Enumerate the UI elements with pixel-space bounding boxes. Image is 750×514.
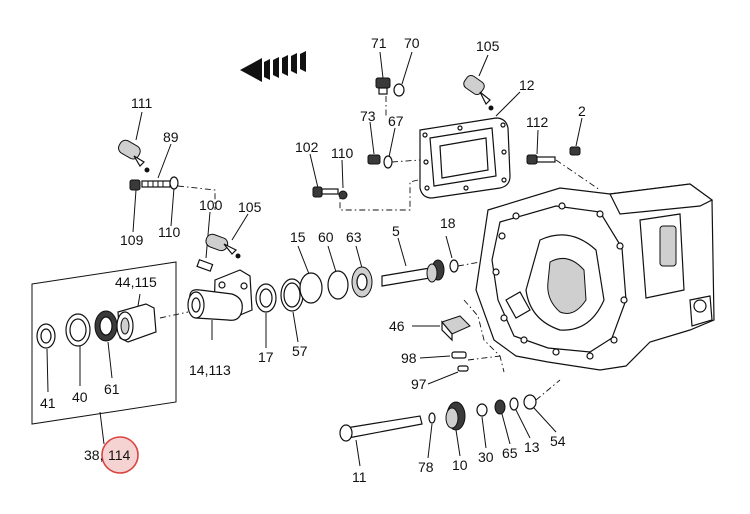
label-44-115[interactable]: 44,115 — [115, 274, 157, 290]
label-112[interactable]: 112 — [526, 114, 549, 130]
part-110-washer-top — [338, 159, 348, 200]
label-111[interactable]: 111 — [131, 95, 152, 111]
label-60[interactable]: 60 — [318, 229, 334, 245]
label-78[interactable]: 78 — [418, 459, 434, 475]
part-18-ring — [445, 235, 459, 273]
part-98-pin — [419, 351, 467, 359]
part-54-ring — [523, 394, 557, 433]
label-18[interactable]: 18 — [440, 215, 456, 231]
label-110-left[interactable]: 110 — [158, 224, 181, 240]
label-46[interactable]: 46 — [389, 318, 405, 334]
gearbox-casing — [475, 183, 715, 371]
label-61[interactable]: 61 — [104, 381, 120, 397]
part-112-bolt — [526, 129, 556, 165]
label-41[interactable]: 41 — [40, 395, 56, 411]
part-100-pin — [196, 211, 214, 272]
part-57-ring — [280, 278, 304, 343]
callout-labels: 71 70 105 12 111 89 73 67 112 2 102 110 … — [40, 35, 586, 485]
part-14-113-bearing-housing — [187, 269, 253, 340]
part-110-washer-left — [169, 176, 179, 227]
label-110-top[interactable]: 110 — [331, 145, 354, 161]
label-114[interactable]: 114 — [108, 447, 131, 463]
label-70[interactable]: 70 — [404, 35, 420, 51]
label-11[interactable]: 11 — [352, 469, 367, 485]
label-12[interactable]: 12 — [519, 77, 535, 93]
part-97-pin — [427, 365, 469, 385]
part-102-bolt — [309, 153, 339, 198]
part-65-bearing — [494, 399, 511, 445]
label-63[interactable]: 63 — [346, 229, 362, 245]
part-60-snap-ring — [327, 245, 349, 300]
label-14-113[interactable]: 14,113 — [189, 362, 231, 378]
label-89[interactable]: 89 — [163, 129, 179, 145]
label-5[interactable]: 5 — [392, 223, 400, 239]
label-13[interactable]: 13 — [524, 439, 540, 455]
part-13-ring — [509, 397, 531, 439]
label-10[interactable]: 10 — [452, 457, 468, 473]
part-5-input-shaft — [381, 237, 445, 287]
part-109-nut — [129, 179, 141, 233]
label-109[interactable]: 109 — [120, 232, 144, 248]
part-73-bolt — [367, 121, 381, 165]
part-105-sealant-tube — [463, 54, 494, 111]
label-57[interactable]: 57 — [292, 343, 308, 359]
label-73[interactable]: 73 — [360, 108, 376, 124]
label-54[interactable]: 54 — [550, 433, 566, 449]
part-2-plug — [569, 117, 583, 156]
label-38[interactable]: 38, — [84, 447, 103, 463]
label-67[interactable]: 67 — [388, 113, 404, 129]
part-10-gear — [445, 401, 466, 457]
label-105-mid[interactable]: 105 — [238, 199, 262, 215]
part-63-bearing — [351, 245, 373, 298]
part-111-sealant-tube — [118, 111, 150, 173]
part-44-115-sleeve — [116, 293, 157, 343]
part-11-shaft — [339, 415, 423, 467]
label-30[interactable]: 30 — [478, 449, 494, 465]
label-40[interactable]: 40 — [72, 389, 88, 405]
label-100[interactable]: 100 — [199, 197, 223, 213]
part-41-seal — [36, 323, 56, 393]
part-15-shim — [297, 245, 323, 304]
part-17-seal-ring — [255, 283, 277, 348]
part-78-ring — [427, 412, 436, 459]
kit-box-38-114 — [31, 261, 177, 445]
part-12-cover-plate — [419, 91, 521, 199]
label-15[interactable]: 15 — [290, 229, 306, 245]
part-40-ring — [65, 313, 91, 386]
label-102[interactable]: 102 — [295, 139, 319, 155]
part-46-pad — [412, 315, 471, 342]
label-105-top[interactable]: 105 — [476, 38, 500, 54]
part-61-bearing — [94, 310, 118, 379]
part-105-sealant-tube-mid — [205, 213, 249, 259]
label-17[interactable]: 17 — [258, 349, 274, 365]
direction-arrow-icon — [240, 51, 306, 82]
label-65[interactable]: 65 — [502, 445, 518, 461]
part-71-plug — [375, 51, 391, 95]
highlighted-callout-114[interactable] — [101, 436, 139, 474]
label-2[interactable]: 2 — [578, 103, 586, 119]
part-89-stud — [141, 143, 172, 188]
part-70-washer — [393, 51, 413, 97]
part-30-bushing — [476, 403, 488, 449]
label-97[interactable]: 97 — [411, 376, 427, 392]
label-98[interactable]: 98 — [401, 350, 417, 366]
label-71[interactable]: 71 — [371, 35, 387, 51]
